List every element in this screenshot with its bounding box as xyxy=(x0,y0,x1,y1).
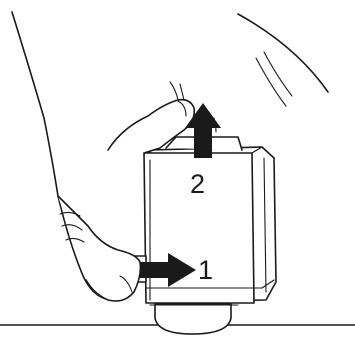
step-1-label: 1 xyxy=(198,257,213,284)
sleeve-crease-2 xyxy=(264,52,292,96)
base-knob xyxy=(155,304,231,334)
sleeve-curve xyxy=(238,14,328,92)
finger-crease-2 xyxy=(180,84,184,100)
step-2-label: 2 xyxy=(190,171,205,198)
thumb xyxy=(58,196,140,301)
finger-crease xyxy=(170,82,178,100)
